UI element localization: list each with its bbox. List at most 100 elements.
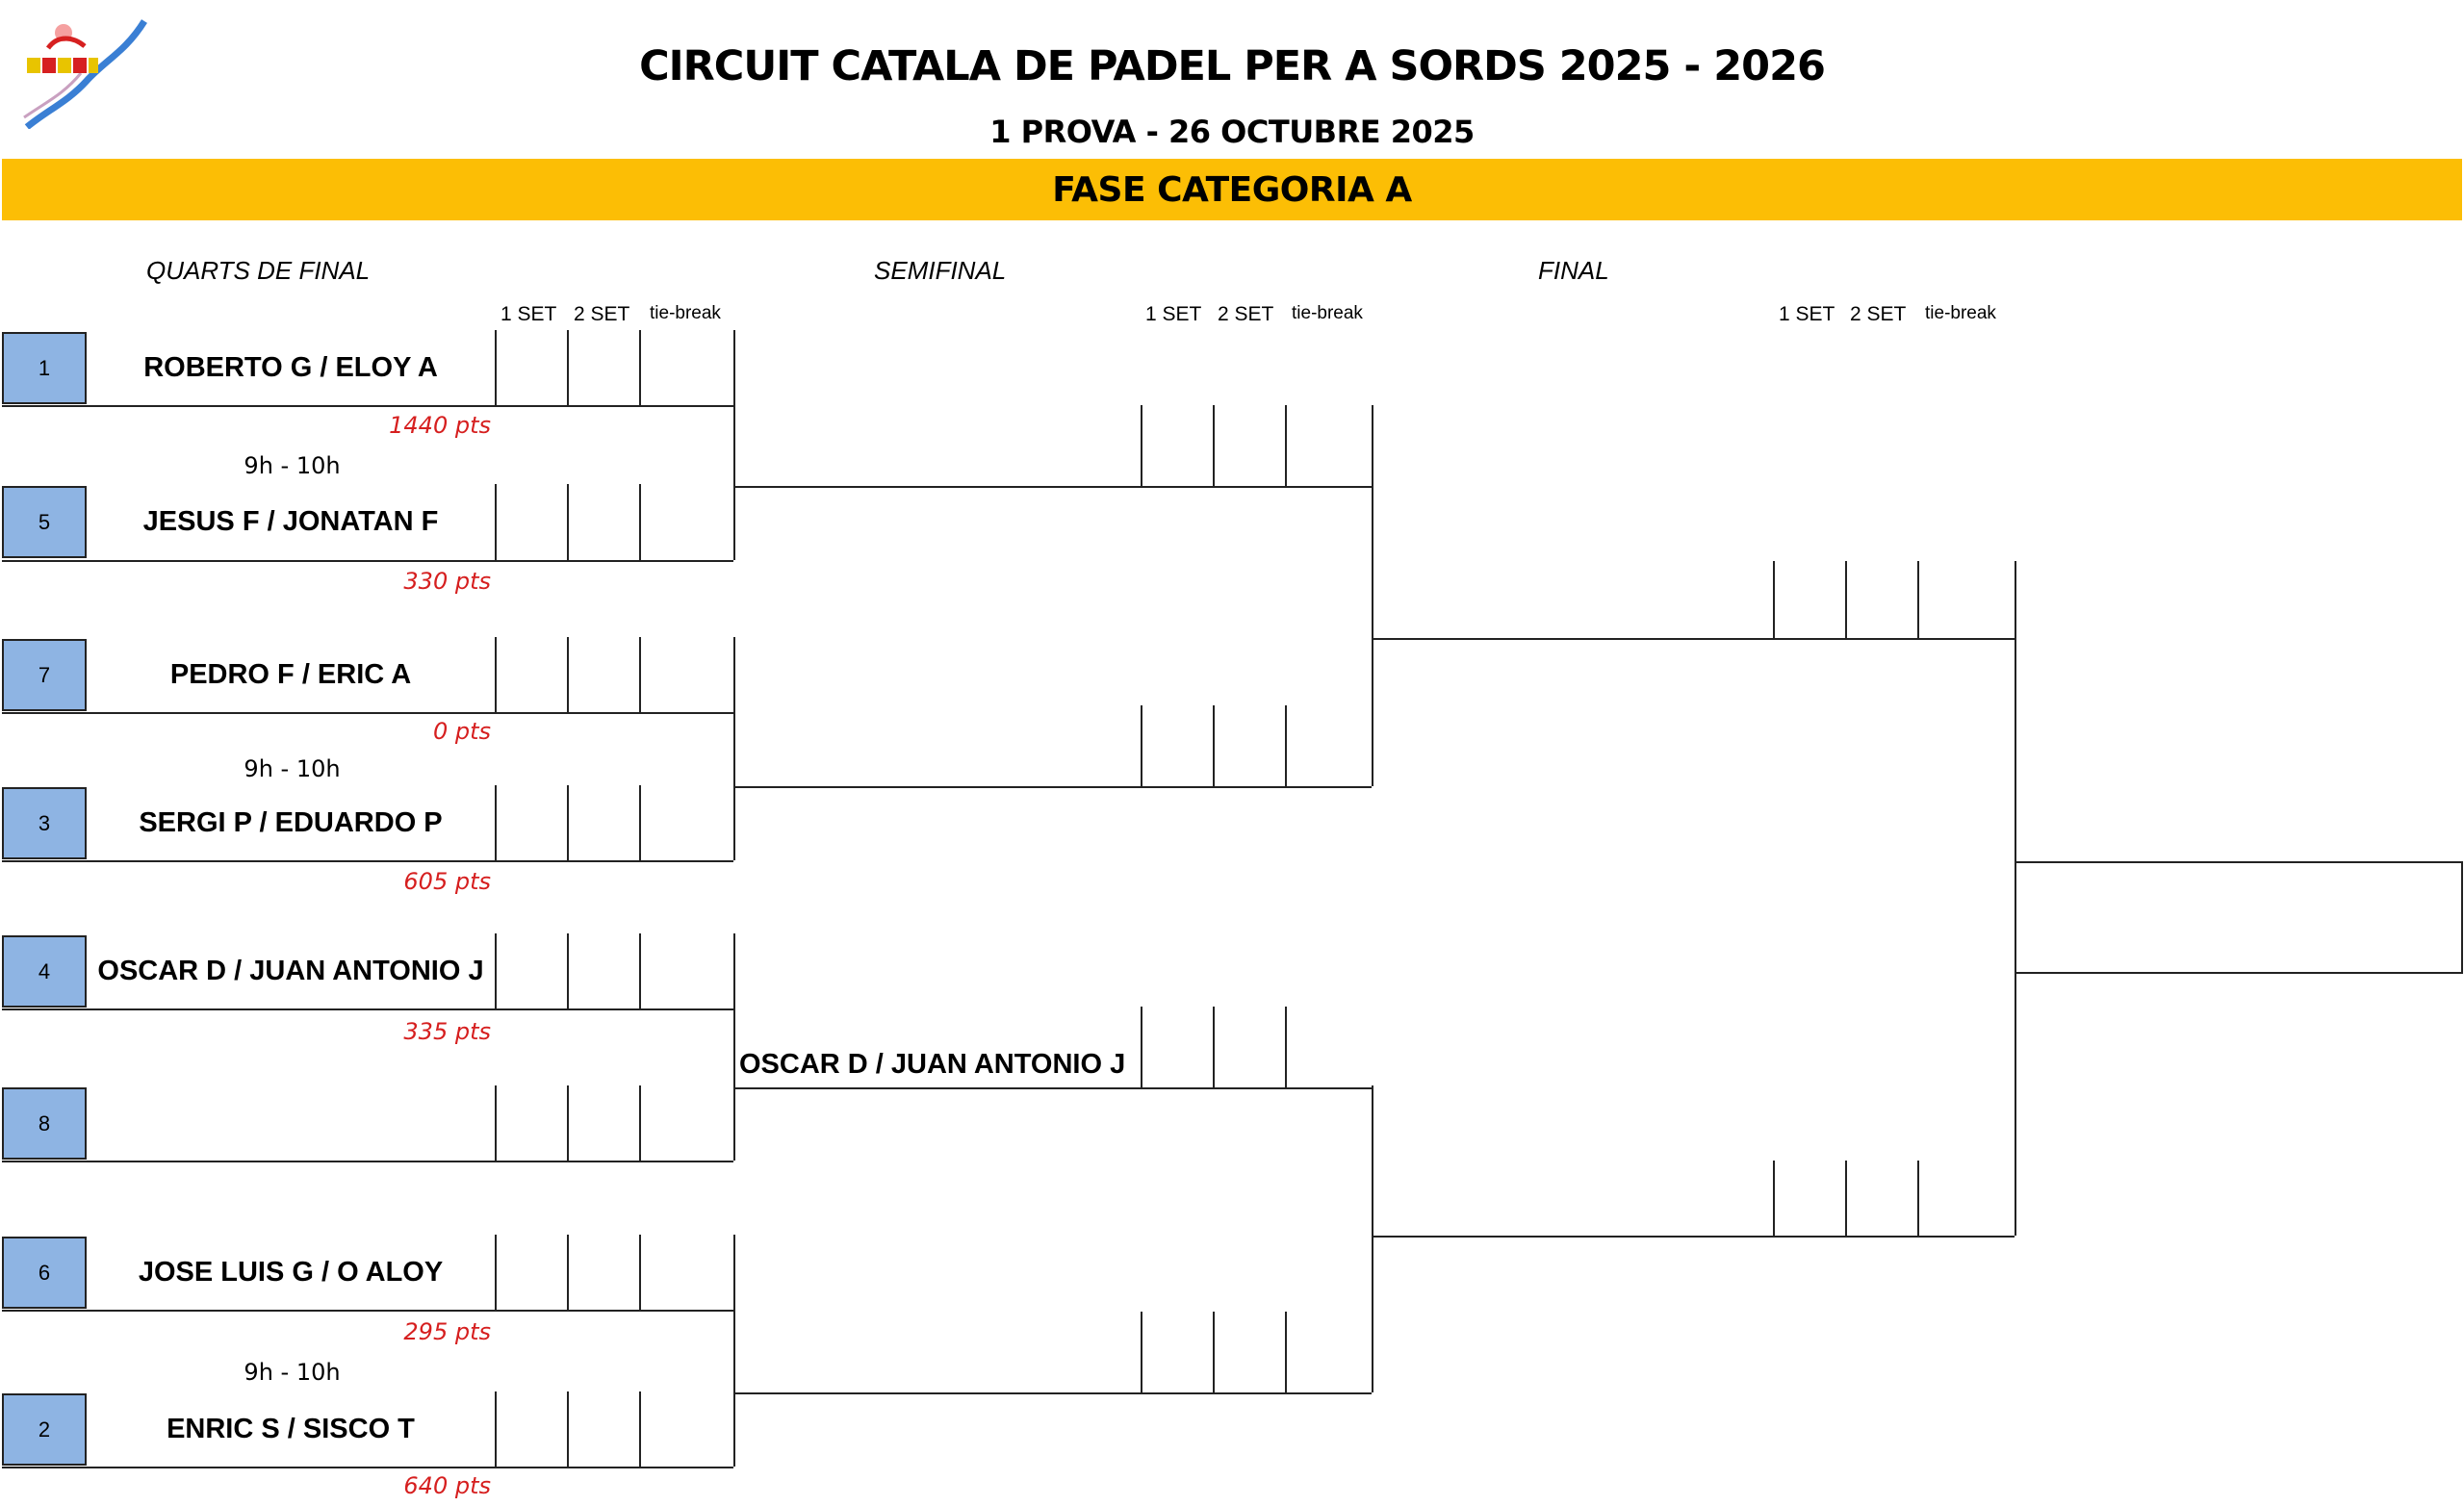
final-line (1372, 638, 2015, 640)
team-points: 0 pts (432, 718, 491, 745)
score-cell-divider (567, 1235, 569, 1310)
bracket-connector (733, 1008, 735, 1161)
score-cell-divider (733, 933, 735, 1008)
score-cell-divider (1285, 705, 1287, 786)
score-cell-divider (495, 933, 497, 1008)
score-cell-divider (639, 785, 641, 860)
score-cell-divider (495, 484, 497, 560)
score-cell-divider (1141, 1007, 1142, 1087)
team-points: 640 pts (403, 1472, 491, 1499)
score-cell-divider (639, 1085, 641, 1161)
score-cell-divider (733, 330, 735, 405)
score-cell-divider (639, 1391, 641, 1467)
score-cell-divider (639, 484, 641, 560)
bracket-connector (733, 405, 735, 560)
semifinal-line (733, 1087, 1372, 1089)
team-name: JESUS F / JONATAN F (142, 506, 439, 537)
score-cell-divider (495, 637, 497, 712)
score-cell-divider (1845, 1161, 1847, 1236)
bracket-connector (1372, 1085, 1373, 1392)
seed-number: 2 (2, 1393, 87, 1466)
score-cell-divider (1141, 405, 1142, 486)
score-cell-divider (495, 330, 497, 405)
qf-header-set2: 2 SET (574, 303, 630, 325)
team-name: ENRIC S / SISCO T (167, 1414, 415, 1444)
qf-header-set1: 1 SET (500, 303, 557, 325)
slot-baseline (2, 405, 733, 407)
seed-number: 3 (2, 787, 87, 859)
round-label-semis: SEMIFINAL (874, 256, 1007, 285)
page-title: CIRCUIT CATALA DE PADEL PER A SORDS 2025… (639, 42, 1826, 90)
slot-baseline (2, 860, 733, 862)
f-header-set1: 1 SET (1779, 303, 1835, 325)
seed-number: 5 (2, 486, 87, 558)
score-cell-divider (1773, 1161, 1775, 1236)
seed-number: 1 (2, 332, 87, 404)
score-cell-divider (1141, 705, 1142, 786)
seed-number: 7 (2, 639, 87, 711)
score-cell-divider (567, 785, 569, 860)
team-points: 335 pts (403, 1018, 491, 1045)
score-cell-divider (639, 1235, 641, 1310)
champion-box-bottom (2015, 972, 2462, 974)
score-cell-divider (495, 1085, 497, 1161)
score-cell-divider (733, 637, 735, 712)
semifinal-line (733, 486, 1372, 488)
team-name: ROBERTO G / ELOY A (143, 352, 438, 383)
slot-baseline (2, 712, 733, 714)
team-points: 330 pts (403, 568, 491, 595)
match-time: 9h - 10h (244, 452, 341, 479)
bracket-connector (1372, 405, 1373, 786)
sf-header-set2: 2 SET (1218, 303, 1274, 325)
match-time: 9h - 10h (244, 1359, 341, 1386)
seed-number: 4 (2, 935, 87, 1008)
score-cell-divider (567, 1391, 569, 1467)
score-cell-divider (1213, 1007, 1215, 1087)
team-points: 605 pts (403, 868, 491, 895)
page-subtitle: 1 PROVA - 26 OCTUBRE 2025 (989, 114, 1475, 150)
score-cell-divider (1285, 1312, 1287, 1392)
score-cell-divider (495, 1391, 497, 1467)
team-name: SERGI P / EDUARDO P (139, 807, 443, 838)
category-banner: FASE CATEGORIA A (2, 159, 2462, 220)
score-cell-divider (1213, 405, 1215, 486)
slot-baseline (2, 1467, 733, 1468)
score-cell-divider (1917, 1161, 1919, 1236)
team-points: 1440 pts (389, 412, 491, 439)
score-cell-divider (1917, 561, 1919, 638)
team-name (89, 1087, 493, 1160)
category-banner-label: FASE CATEGORIA A (1052, 169, 1412, 210)
score-cell-divider (1845, 561, 1847, 638)
seed-number: 6 (2, 1237, 87, 1309)
score-cell-divider (639, 933, 641, 1008)
semifinal-team: OSCAR D / JUAN ANTONIO J (739, 1049, 1126, 1080)
score-cell-divider (1213, 705, 1215, 786)
score-cell-divider (1285, 1007, 1287, 1087)
champion-box-top (2015, 861, 2462, 863)
team-points: 295 pts (403, 1318, 491, 1345)
seed-number: 8 (2, 1087, 87, 1160)
bracket-connector (733, 1310, 735, 1467)
team-name: PEDRO F / ERIC A (169, 659, 412, 690)
sf-header-set1: 1 SET (1145, 303, 1202, 325)
round-label-quarters: QUARTS DE FINAL (146, 256, 371, 285)
slot-baseline (2, 560, 733, 562)
score-cell-divider (567, 1085, 569, 1161)
score-cell-divider (1213, 1312, 1215, 1392)
champion-box-side (2461, 861, 2463, 974)
match-time: 9h - 10h (244, 755, 341, 782)
team-name: JOSE LUIS G / O ALOY (138, 1257, 444, 1288)
final-line (1372, 1236, 2015, 1238)
team-name: OSCAR D / JUAN ANTONIO J (97, 956, 484, 986)
f-header-set2: 2 SET (1850, 303, 1907, 325)
federation-logo (19, 13, 154, 130)
slot-baseline (2, 1161, 733, 1162)
score-cell-divider (567, 933, 569, 1008)
score-cell-divider (1285, 405, 1287, 486)
score-cell-divider (1773, 561, 1775, 638)
score-cell-divider (639, 330, 641, 405)
semifinal-line (733, 786, 1372, 788)
score-cell-divider (733, 1235, 735, 1310)
score-cell-divider (567, 637, 569, 712)
score-cell-divider (495, 1235, 497, 1310)
